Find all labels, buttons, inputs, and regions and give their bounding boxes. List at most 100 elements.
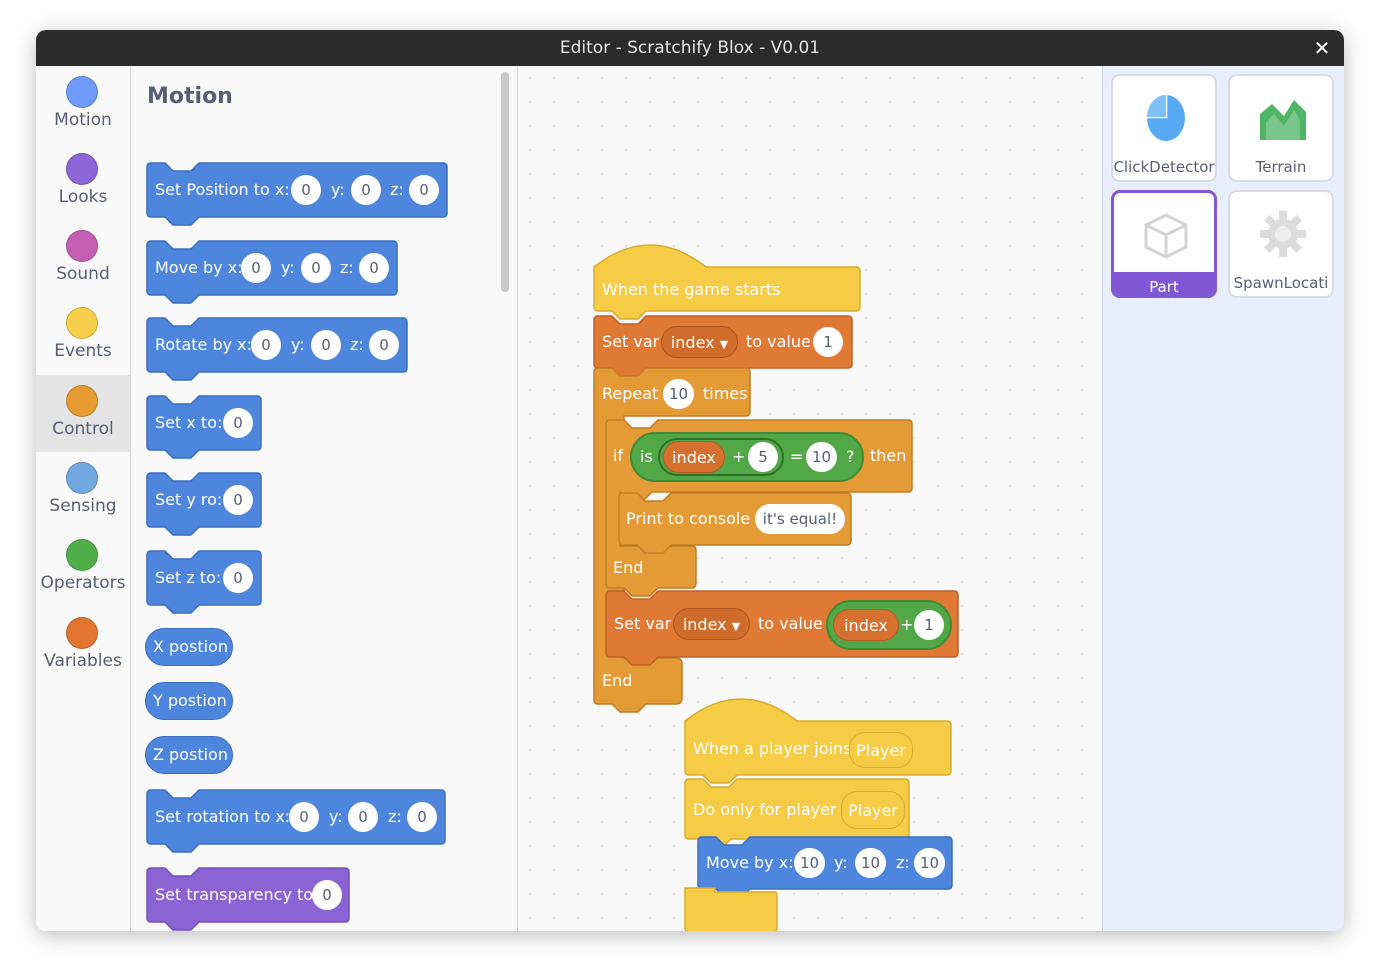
x-input[interactable]: 0	[289, 802, 319, 832]
y-input[interactable]: 0	[351, 175, 381, 205]
reporter-label: Z postion	[153, 745, 228, 764]
times-label: times	[703, 384, 748, 403]
category-label: Operators	[40, 573, 126, 593]
block-palette: Motion Set Position to x: 0 y: 0 z: 0 Mo…	[131, 66, 518, 931]
reporter-label: Y postion	[153, 691, 227, 710]
x-input[interactable]: 0	[251, 330, 281, 360]
close-icon[interactable]: ✕	[1313, 36, 1331, 60]
category-sensing[interactable]: Sensing	[36, 452, 130, 529]
y-input[interactable]: 0	[311, 330, 341, 360]
value-input[interactable]: 0	[223, 563, 253, 593]
category-looks[interactable]: Looks	[36, 143, 130, 220]
block-label: Move by x:	[155, 258, 243, 277]
category-operators[interactable]: Operators	[36, 529, 130, 606]
y-input[interactable]: 10	[855, 848, 887, 878]
block-label: Set var	[614, 614, 672, 633]
y-input[interactable]: 0	[301, 253, 331, 283]
end-label: End	[602, 671, 633, 690]
var-name: index	[670, 333, 715, 352]
player-argument[interactable]: Player	[841, 791, 905, 829]
y-input[interactable]: 0	[348, 802, 378, 832]
category-motion[interactable]: Motion	[36, 66, 130, 143]
block-label: Do only for player	[693, 800, 837, 819]
block-label: Set y ro:	[155, 490, 223, 509]
z-label: z:	[340, 258, 354, 277]
add-operator[interactable]: index + 1	[826, 600, 952, 650]
sensing-dot-icon	[66, 462, 98, 494]
target-input[interactable]: 10	[806, 442, 838, 472]
x-input[interactable]: 0	[291, 175, 321, 205]
x-input[interactable]: 0	[241, 253, 271, 283]
object-spawnlocation[interactable]: SpawnLocati	[1228, 190, 1334, 298]
block-label: Set Position to x:	[155, 180, 290, 199]
repeat-count-input[interactable]: 10	[663, 379, 695, 409]
events-dot-icon	[66, 307, 98, 339]
z-label: z:	[896, 853, 910, 872]
mouse-icon	[1113, 76, 1215, 160]
object-label: SpawnLocati	[1233, 274, 1329, 292]
z-position-reporter[interactable]: Z postion	[145, 736, 233, 774]
script-workspace[interactable]: When the game starts Set var index ▼ to …	[518, 66, 1102, 931]
object-clickdetector[interactable]: ClickDetector	[1111, 74, 1217, 182]
y-label: y:	[291, 335, 305, 354]
category-variables[interactable]: Variables	[36, 607, 130, 684]
increment-input[interactable]: 1	[914, 610, 944, 640]
value-input[interactable]: 0	[223, 485, 253, 515]
add-operator[interactable]: index + 5	[658, 438, 784, 476]
terrain-icon	[1230, 76, 1332, 160]
player-argument[interactable]: Player	[849, 732, 913, 768]
category-label: Sound	[56, 264, 110, 284]
z-input[interactable]: 10	[914, 848, 946, 878]
value-input[interactable]: 0	[223, 408, 253, 438]
variables-dot-icon	[66, 617, 98, 649]
block-label: Set rotation to x:	[155, 807, 291, 826]
object-part[interactable]: Part	[1111, 190, 1217, 298]
z-input[interactable]: 0	[359, 253, 389, 283]
equals-operator[interactable]: is index + 5 = 10 ?	[630, 432, 864, 482]
control-dot-icon	[66, 385, 98, 417]
value-input[interactable]: 0	[312, 880, 342, 910]
category-label: Control	[52, 419, 114, 439]
z-input[interactable]: 0	[369, 330, 399, 360]
block-label: Rotate by x:	[155, 335, 253, 354]
y-label: y:	[281, 258, 295, 277]
x-position-reporter[interactable]: X postion	[145, 628, 233, 666]
x-input[interactable]: 10	[794, 848, 826, 878]
question-label: ?	[846, 447, 855, 466]
objects-panel: ClickDetector Terrain Part SpawnLocati	[1102, 66, 1344, 931]
z-input[interactable]: 0	[407, 802, 437, 832]
operators-dot-icon	[66, 539, 98, 571]
y-position-reporter[interactable]: Y postion	[145, 682, 233, 720]
z-label: z:	[350, 335, 364, 354]
index-variable[interactable]: index	[663, 441, 725, 473]
value-input[interactable]: 1	[813, 327, 843, 357]
to-value-label: to value	[758, 614, 823, 633]
object-label: ClickDetector	[1113, 158, 1215, 176]
y-label: y:	[331, 180, 345, 199]
to-value-label: to value	[746, 332, 811, 351]
then-label: then	[870, 446, 907, 465]
var-dropdown[interactable]: index ▼	[673, 608, 750, 640]
spawn-gear-icon	[1230, 192, 1332, 276]
category-sound[interactable]: Sound	[36, 220, 130, 297]
if-label: if	[613, 446, 624, 465]
addend-input[interactable]: 5	[748, 442, 778, 472]
block-label: Move by x:	[706, 853, 794, 872]
motion-dot-icon	[66, 76, 98, 108]
title-bar: Editor - Scratchify Blox - V0.01 ✕	[36, 30, 1344, 66]
var-dropdown[interactable]: index ▼	[661, 326, 738, 358]
category-label: Variables	[44, 651, 122, 671]
block-label: Set var	[602, 332, 660, 351]
z-label: z:	[388, 807, 402, 826]
palette-scrollbar[interactable]	[501, 72, 509, 292]
message-input[interactable]: it's equal!	[755, 504, 845, 534]
category-control[interactable]: Control	[36, 375, 130, 452]
cube-icon	[1114, 193, 1214, 277]
category-events[interactable]: Events	[36, 297, 130, 374]
object-terrain[interactable]: Terrain	[1228, 74, 1334, 182]
category-label: Events	[54, 341, 112, 361]
is-label: is	[640, 447, 653, 466]
editor-window: Editor - Scratchify Blox - V0.01 ✕ Motio…	[36, 30, 1344, 931]
z-input[interactable]: 0	[409, 175, 439, 205]
index-variable[interactable]: index	[833, 609, 899, 641]
